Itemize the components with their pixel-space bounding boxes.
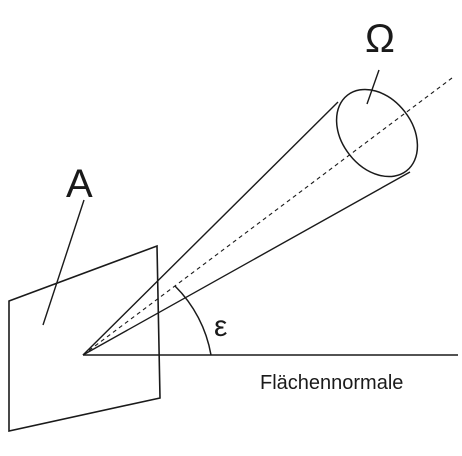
- area-plate: [8, 244, 161, 432]
- angle-arc: [174, 285, 212, 356]
- normal-label: Flächennormale: [260, 372, 403, 394]
- cone-cap-ellipse: [335, 88, 419, 178]
- cone-upper-edge: [82, 101, 339, 356]
- omega-leader-line: [366, 69, 380, 105]
- area-label: A: [66, 162, 93, 206]
- area-leader-line: [42, 199, 85, 326]
- cone-axis: [82, 77, 453, 356]
- angle-label: ε: [214, 310, 227, 343]
- solid-angle-label: Ω: [365, 17, 395, 61]
- cone-lower-edge: [82, 171, 411, 356]
